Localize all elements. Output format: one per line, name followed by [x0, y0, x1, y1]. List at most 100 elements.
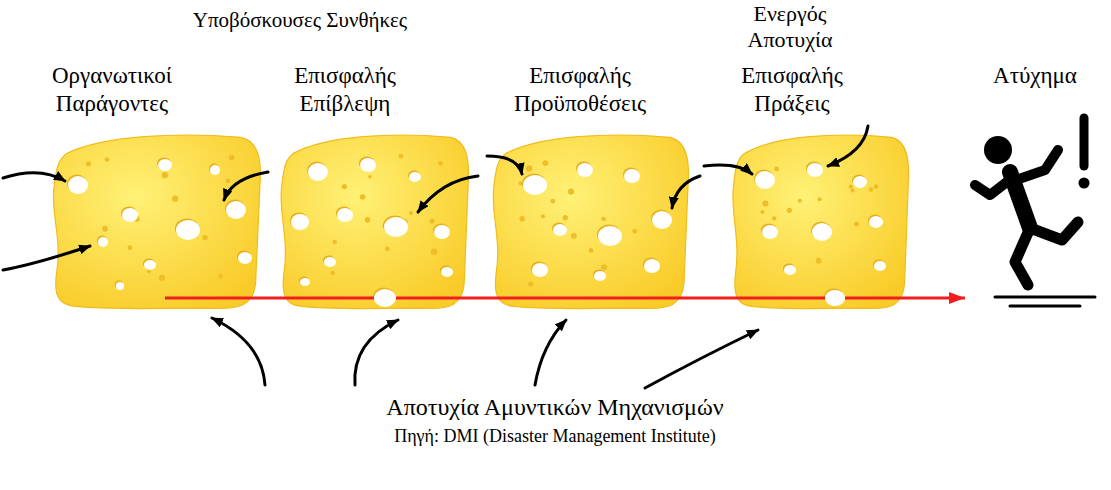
cheese-hole	[158, 159, 172, 171]
cheese-dot	[601, 264, 607, 270]
cheese-hole	[144, 260, 156, 270]
cheese-dot	[226, 178, 231, 183]
annotation-label: Υποβόσκουσες Συνθήκες	[135, 8, 465, 33]
cheese-dot	[409, 211, 413, 215]
label-holder: Υποβόσκουσες Συνθήκες	[135, 8, 465, 33]
cheese-slice: Οργανωτικοί Παράγοντες	[50, 62, 262, 317]
cheese-dot	[632, 229, 637, 234]
cheese-dot	[519, 216, 525, 222]
cheese-hole	[409, 172, 421, 182]
hazard-arrow	[704, 165, 752, 174]
cheese-hole	[176, 220, 200, 240]
accident-trajectory	[490, 297, 690, 300]
cheese-dot	[571, 233, 577, 239]
cheese-hole	[122, 208, 138, 222]
cheese-dot	[172, 195, 178, 201]
cheese-dot	[760, 210, 764, 214]
cheese-dot	[385, 247, 390, 252]
cheese-hole	[434, 225, 450, 239]
cheese-dot	[431, 248, 437, 254]
accident-trajectory	[262, 297, 278, 300]
slice-title: Οργανωτικοί Παράγοντες	[37, 62, 187, 117]
cheese-dot	[368, 175, 372, 179]
cheese-dot	[528, 281, 533, 286]
annotation-label: Πηγή: DMI (Disaster Management Institute…	[255, 426, 855, 448]
cheese-dot	[849, 184, 853, 188]
cheese-hole	[652, 211, 672, 229]
cheese-dot	[365, 217, 371, 223]
cheese-hole	[807, 163, 823, 177]
cheese-hole	[360, 158, 376, 172]
accident-trajectory	[730, 297, 825, 300]
icon-stroke	[1015, 228, 1030, 285]
cheese-dot	[550, 199, 555, 204]
cheese-dot	[438, 161, 443, 166]
cheese-dot	[568, 188, 574, 194]
cheese-hole	[300, 278, 310, 286]
icon-stroke	[995, 296, 1095, 299]
cheese-slice: Επισφαλής Πράξεις	[730, 62, 910, 317]
accident-trajectory	[845, 297, 910, 300]
cheese-dot	[762, 200, 768, 206]
cheese-dot	[159, 275, 165, 281]
hazard-arrow	[828, 126, 868, 166]
cheese-hole	[598, 226, 622, 246]
hazard-arrow	[487, 156, 522, 174]
cheese-dot	[818, 197, 822, 201]
slice-title: Επισφαλής Πράξεις	[717, 62, 867, 117]
cheese-hole	[291, 214, 309, 230]
cheese-dot	[105, 157, 110, 162]
cheese-dot	[518, 181, 522, 185]
cheese-dot	[86, 161, 91, 166]
cheese-hole	[762, 225, 778, 239]
cheese-hole	[210, 165, 220, 175]
cheese-hole	[68, 176, 88, 194]
cheese-hole	[644, 259, 660, 273]
hazard-arrow	[3, 246, 90, 270]
cheese-dot	[601, 217, 605, 221]
cheese-dot	[342, 184, 347, 189]
slice-title: Ατύχημα	[965, 62, 1105, 90]
cheese-hole	[853, 176, 867, 188]
accident-trajectory	[278, 297, 374, 300]
cheese-dot	[202, 235, 207, 240]
cheese-hole	[825, 290, 845, 306]
cheese-dot	[127, 245, 132, 250]
accident-trajectory	[470, 297, 490, 300]
hazard-arrow	[224, 172, 268, 200]
cheese-slice-shape	[281, 135, 469, 309]
cheese-hole	[324, 257, 336, 267]
cheese-dot	[542, 160, 548, 166]
defence-failure-arrow	[645, 330, 758, 388]
cheese-dot	[218, 274, 223, 279]
accident-trajectory	[396, 297, 470, 300]
slice-title: Επισφαλής Επίβλεψη	[270, 62, 420, 117]
hazard-arrow	[672, 176, 700, 208]
falling-person-icon	[975, 118, 1095, 306]
icon-stroke	[1080, 118, 1089, 166]
cheese-hole	[784, 265, 796, 275]
cheese-dot	[772, 216, 776, 220]
cheese-dot	[798, 199, 802, 203]
cheese-dot	[854, 221, 859, 226]
label-holder: Αποτυχία Αμυντικών Μηχανισμών	[255, 393, 855, 422]
cheese-hole	[337, 208, 353, 222]
accident-graphic	[965, 62, 1105, 312]
icon-stroke	[1016, 150, 1058, 180]
cheese-hole	[226, 201, 246, 219]
cheese-dot	[874, 184, 879, 189]
cheese-slice-shape	[53, 135, 260, 309]
annotation-label: Ενεργός Αποτυχία	[730, 1, 850, 53]
cheese-dot	[360, 194, 365, 199]
cheese-dot	[399, 154, 404, 159]
cheese-dot	[541, 214, 545, 218]
cheese-slice-shape	[493, 135, 688, 309]
cheese-hole	[116, 282, 124, 290]
cheese-dot	[851, 188, 855, 192]
cheese-dot	[869, 187, 873, 191]
cheese-hole	[594, 271, 606, 281]
cheese-hole	[441, 267, 453, 277]
cheese-dot	[816, 258, 822, 264]
icon-stroke	[1030, 222, 1078, 240]
